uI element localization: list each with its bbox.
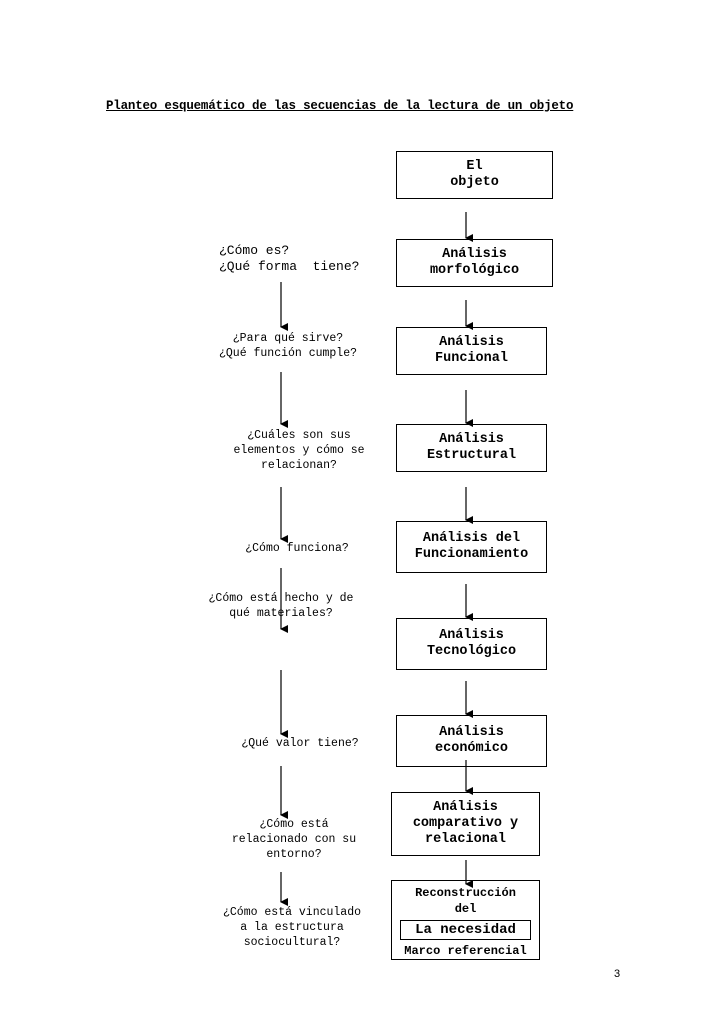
box-line: Análisis [433, 800, 498, 815]
box-analisis-estructural: Análisis Estructural [396, 424, 547, 472]
question-line: ¿Qué función cumple? [218, 347, 358, 360]
box-line: Funcional [435, 351, 508, 366]
box-analisis-economico: Análisis económico [396, 715, 547, 767]
question-line: ¿Cómo funciona? [245, 542, 349, 555]
question-estructura: ¿Cómo está vinculado a la estructura soc… [214, 905, 370, 950]
page-number: 3 [614, 968, 621, 980]
box-line: Reconstrucción [415, 886, 516, 900]
box-reconstruccion: Reconstrucción del La necesidad Marco re… [391, 880, 540, 960]
question-line: ¿Cuáles son sus [247, 429, 351, 442]
box-line: Análisis [442, 247, 507, 262]
question-para-que: ¿Para qué sirve? ¿Qué función cumple? [212, 331, 364, 361]
box-line: Análisis [439, 628, 504, 643]
question-line: relacionado con su [231, 833, 357, 846]
question-line: sociocultural? [243, 936, 341, 949]
box-line: comparativo y [412, 816, 519, 831]
box-line: Funcionamiento [414, 547, 529, 562]
question-line: ¿Cómo está [259, 818, 329, 831]
box-analisis-tecnologico: Análisis Tecnológico [396, 618, 547, 670]
box-line: El [466, 159, 483, 174]
box-analisis-comparativo: Análisis comparativo y relacional [391, 792, 540, 856]
question-line: relacionan? [261, 459, 337, 472]
box-line: económico [435, 741, 508, 756]
page-title: Planteo esquemático de las secuencias de… [106, 99, 574, 113]
box-line: Estructural [426, 448, 517, 463]
box-line: relacional [424, 832, 506, 847]
question-entorno: ¿Cómo está relacionado con su entorno? [217, 817, 371, 862]
question-line: ¿Cómo es? [219, 243, 290, 258]
box-analisis-funcionamiento: Análisis del Funcionamiento [396, 521, 547, 573]
question-valor: ¿Qué valor tiene? [222, 736, 378, 751]
question-como-es: ¿Cómo es? ¿Qué forma tiene? [219, 243, 359, 275]
question-line: ¿Qué forma tiene? [219, 259, 360, 274]
box-el-objeto: El objeto [396, 151, 553, 199]
question-line: ¿Qué valor tiene? [241, 737, 359, 750]
necesidad-box: La necesidad [400, 920, 531, 940]
box-analisis-funcional: Análisis Funcional [396, 327, 547, 375]
box-line: Análisis [439, 725, 504, 740]
question-line: ¿Para qué sirve? [232, 332, 344, 345]
question-elementos: ¿Cuáles son sus elementos y cómo se rela… [221, 428, 377, 473]
question-line: a la estructura [240, 921, 344, 934]
box-line: objeto [450, 175, 499, 190]
question-line: ¿Cómo está vinculado [222, 906, 362, 919]
box-line: del [454, 902, 477, 916]
box-line: Marco referencial [404, 944, 527, 958]
box-line: Análisis [439, 432, 504, 447]
box-line: Análisis [439, 335, 504, 350]
question-line: elementos y cómo se [233, 444, 365, 457]
box-line: morfológico [429, 263, 520, 278]
question-line: entorno? [266, 848, 322, 861]
box-line: Tecnológico [426, 644, 517, 659]
question-funciona: ¿Cómo funciona? [222, 541, 372, 556]
box-line: Análisis del [422, 531, 521, 546]
box-analisis-morfologico: Análisis morfológico [396, 239, 553, 287]
